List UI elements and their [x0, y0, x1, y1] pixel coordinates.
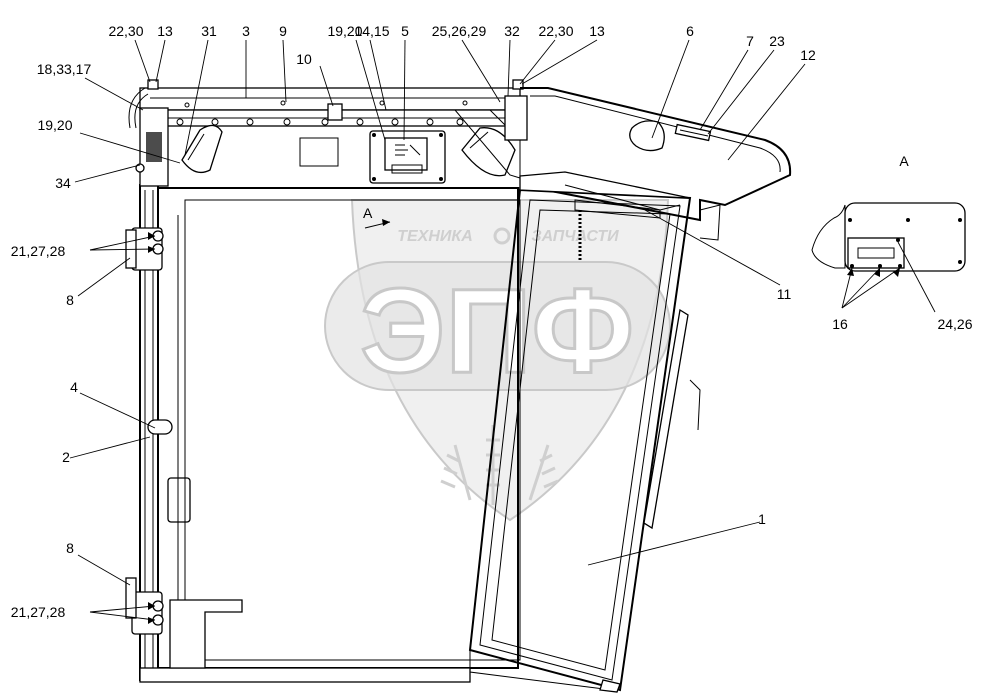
label-31: 31	[201, 23, 217, 39]
speaker-31	[181, 124, 223, 174]
hinges-left	[125, 215, 243, 669]
left-filter-grid	[146, 132, 162, 162]
label-18-33-17: 18,33,17	[37, 61, 92, 77]
leader-lines	[69, 39, 936, 621]
sticker-6	[629, 120, 665, 152]
bottom-sill	[139, 667, 471, 683]
panel-10-box	[327, 103, 343, 121]
label-8-bottom: 8	[66, 540, 74, 556]
label-25-26-29: 25,26,29	[432, 23, 487, 39]
interior-light	[299, 137, 339, 167]
view-a-inset: A	[811, 153, 966, 272]
door-1	[468, 171, 721, 693]
watermark-gear-icon	[493, 227, 511, 245]
watermark: ЭПФ ТЕХНИКА ЗАПЧАСТИ	[324, 199, 671, 522]
view-a-switch	[847, 237, 905, 269]
label-16: 16	[832, 316, 848, 332]
label-2: 2	[62, 449, 70, 465]
label-19-20-top: 19,20	[327, 23, 362, 39]
label-10: 10	[296, 51, 312, 67]
label-12: 12	[800, 47, 816, 63]
label-22-30-left: 22,30	[108, 23, 143, 39]
label-5: 5	[401, 23, 409, 39]
label-32: 32	[504, 23, 520, 39]
label-6: 6	[686, 23, 694, 39]
label-8-top: 8	[66, 292, 74, 308]
label-19-20-left: 19,20	[37, 117, 72, 133]
view-arrow-label: A	[363, 205, 373, 221]
label-3: 3	[242, 23, 250, 39]
view-a-label: A	[899, 153, 909, 169]
leader-arrowheads	[148, 232, 900, 624]
speaker-right	[461, 127, 516, 177]
right-top-post	[504, 95, 528, 141]
label-34: 34	[55, 175, 71, 191]
label-1: 1	[758, 511, 766, 527]
watermark-left-text: ТЕХНИКА	[397, 228, 473, 245]
label-23: 23	[769, 33, 785, 49]
roof-extension-outline	[519, 87, 792, 222]
roof-extension	[519, 87, 792, 222]
view-a-outline	[811, 204, 846, 269]
bottom-bracket	[169, 599, 243, 669]
label-13-right: 13	[589, 23, 605, 39]
right-top-bolt	[512, 79, 524, 90]
label-21-27-28-bottom: 21,27,28	[11, 604, 66, 620]
watermark-big-text: ЭПФ	[360, 264, 634, 398]
roof-bolts	[176, 100, 468, 126]
label-22-30-right: 22,30	[538, 23, 573, 39]
label-4: 4	[70, 379, 78, 395]
label-21-27-28-top: 21,27,28	[11, 243, 66, 259]
left-top-bolt	[147, 79, 159, 90]
view-arrow: A	[363, 205, 391, 229]
label-7: 7	[746, 33, 754, 49]
label-9: 9	[279, 23, 287, 39]
door-top-bar	[519, 171, 691, 199]
label-14-15: 14,15	[354, 23, 389, 39]
watermark-right-text: ЗАПЧАСТИ	[531, 228, 619, 245]
latch	[167, 477, 191, 523]
label-11: 11	[777, 286, 792, 302]
label-24-26: 24,26	[937, 316, 972, 332]
part-labels: 22,30 13 31 3 9 10 19,20 14,15 5 25,26,2…	[11, 23, 973, 620]
handle-4	[147, 419, 173, 435]
hinge-bottom-plate	[125, 577, 137, 619]
label-13-left: 13	[157, 23, 173, 39]
cab-frame	[128, 79, 528, 683]
wiper-blade	[643, 308, 689, 530]
